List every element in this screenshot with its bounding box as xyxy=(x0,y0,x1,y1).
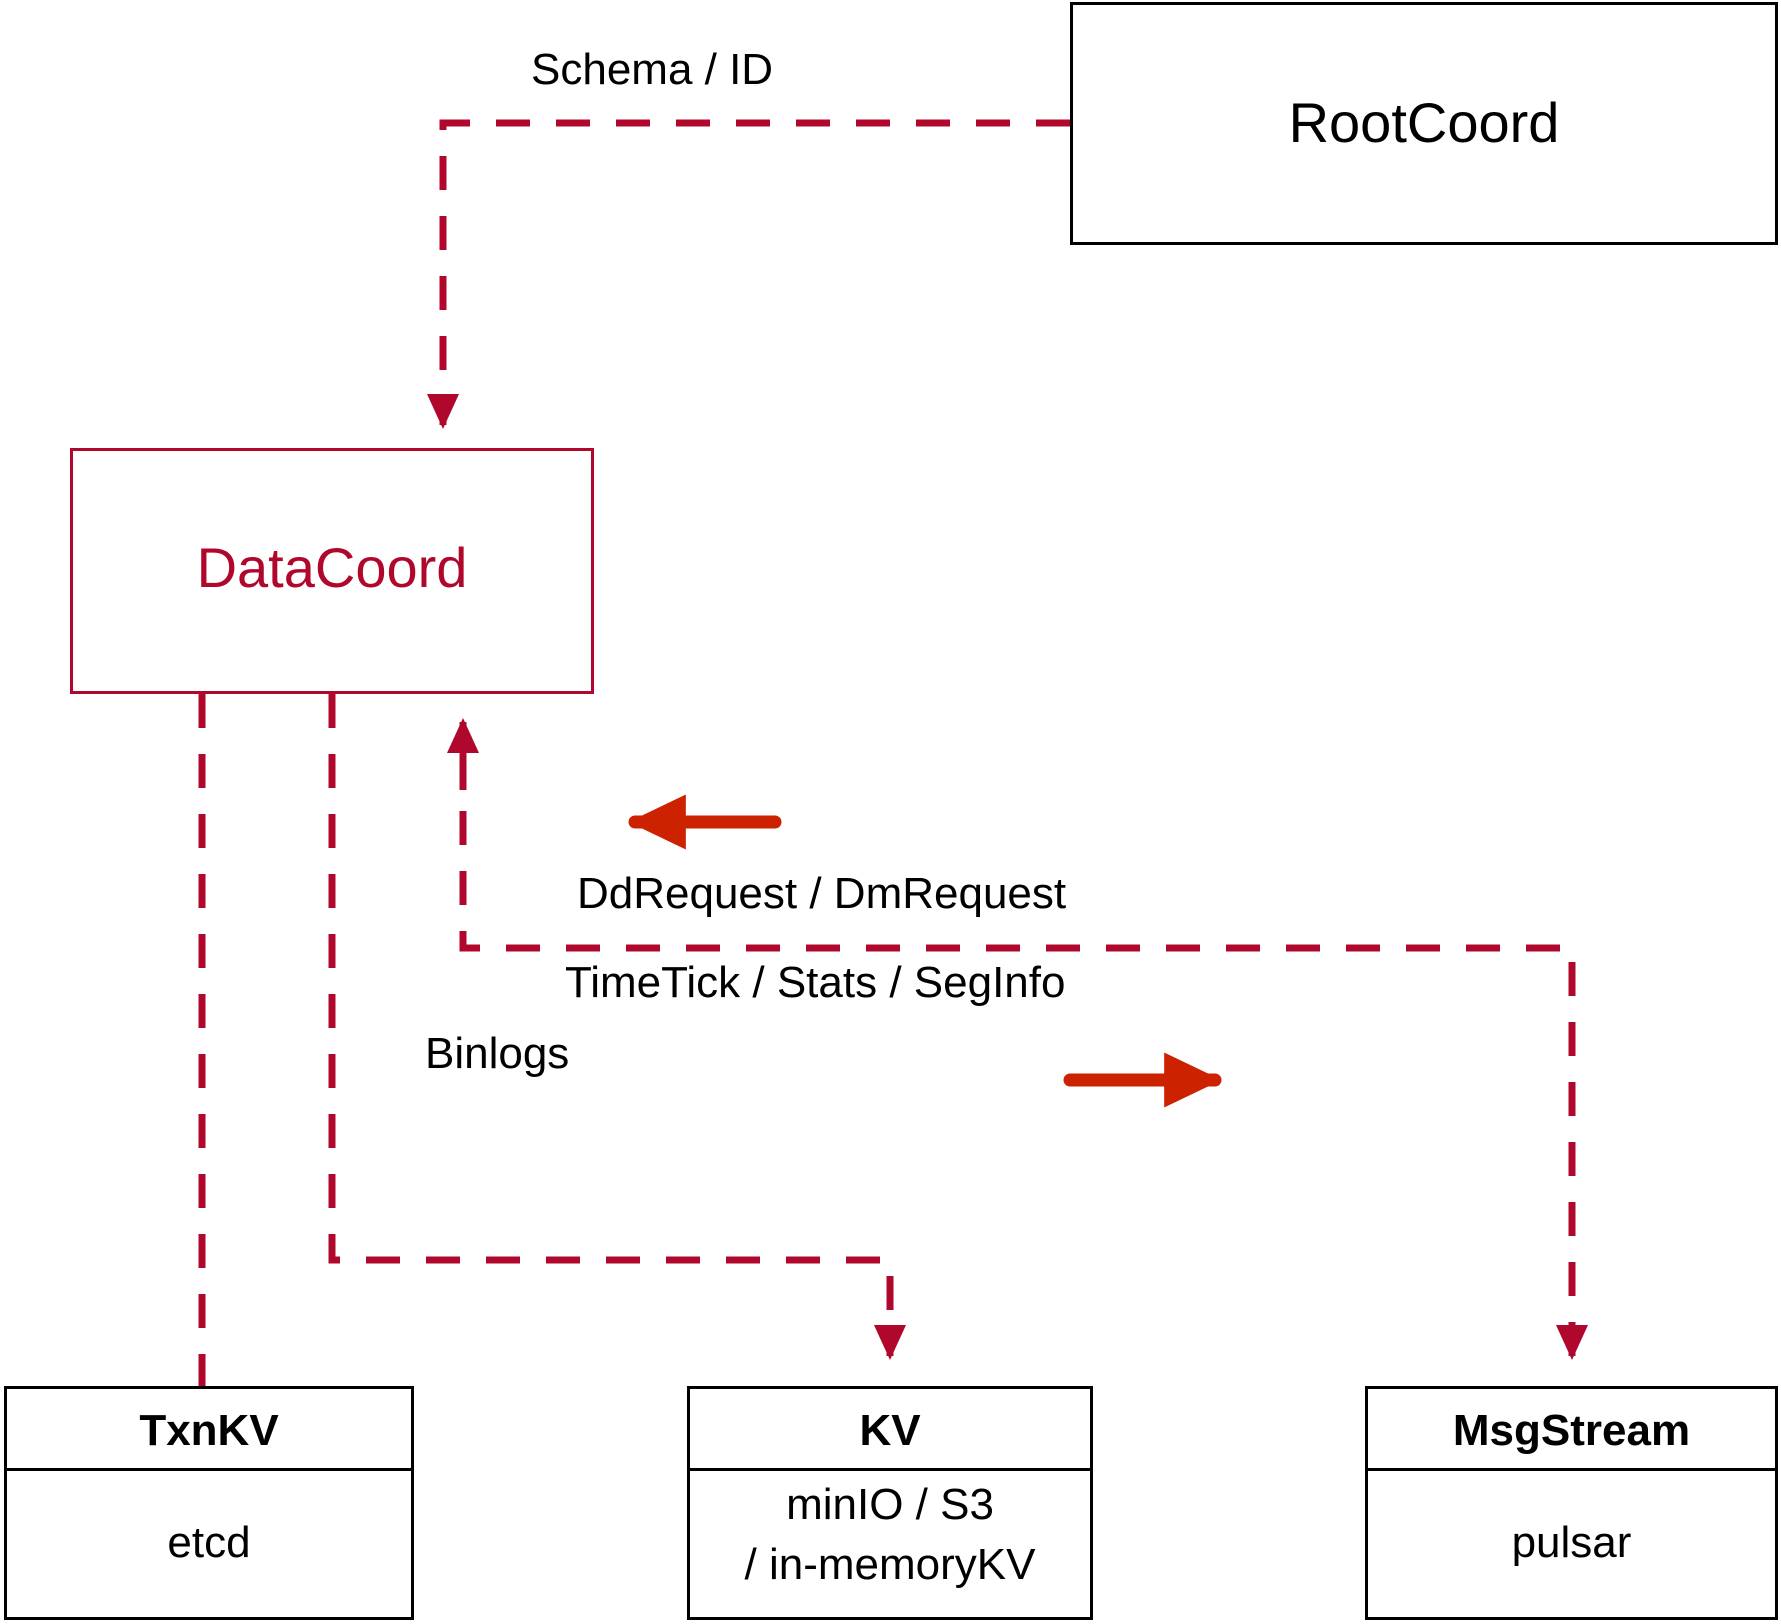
edge-datacoord-to-kv xyxy=(328,694,907,1361)
edge-msgstream-datacoord xyxy=(446,717,1589,1361)
node-msgstream[interactable]: MsgStream pulsar xyxy=(1365,1386,1778,1620)
node-txnkv-title: TxnKV xyxy=(139,1406,279,1455)
node-datacoord[interactable]: DataCoord xyxy=(70,448,594,694)
node-rootcoord[interactable]: RootCoord xyxy=(1070,2,1778,245)
node-txnkv[interactable]: TxnKV etcd xyxy=(4,1386,414,1620)
node-rootcoord-title: RootCoord xyxy=(1288,91,1560,154)
edge-label-timetick-stats-seginfo: TimeTick / Stats / SegInfo xyxy=(565,958,1066,1007)
node-msgstream-title: MsgStream xyxy=(1452,1406,1691,1455)
node-msgstream-subtitle: pulsar xyxy=(1511,1518,1632,1567)
node-msgstream-divider xyxy=(1368,1468,1775,1471)
node-kv-subtitle-line1: minIO / S3 xyxy=(786,1480,994,1529)
node-kv-subtitle-line2: / in-memoryKV xyxy=(744,1540,1036,1589)
node-kv-title: KV xyxy=(859,1406,921,1455)
edge-label-binlogs: Binlogs xyxy=(425,1029,570,1078)
edge-rootcoord-to-datacoord xyxy=(426,119,1070,430)
node-kv-divider xyxy=(690,1468,1090,1471)
node-txnkv-divider xyxy=(7,1468,411,1471)
node-kv[interactable]: KV minIO / S3 / in-memoryKV xyxy=(687,1386,1093,1620)
node-txnkv-subtitle: etcd xyxy=(167,1518,251,1567)
edge-label-dd-dm-request: DdRequest / DmRequest xyxy=(577,869,1067,918)
node-datacoord-title: DataCoord xyxy=(196,536,468,599)
edge-label-schema-id: Schema / ID xyxy=(531,45,774,94)
